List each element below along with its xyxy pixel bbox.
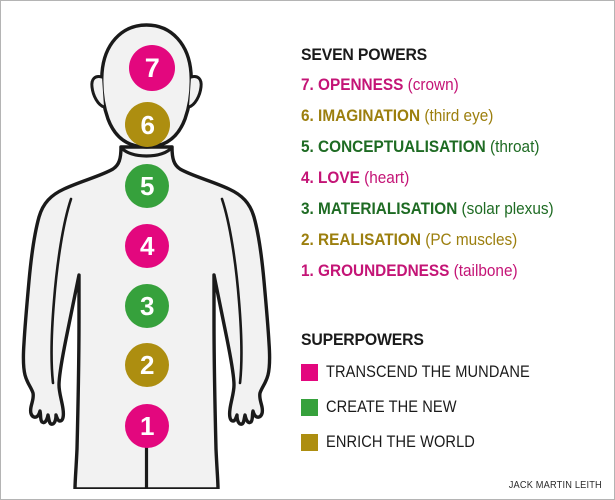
power-location-note: (heart) [359, 169, 410, 187]
power-title: 5. CONCEPTUALISATION [301, 138, 486, 156]
superpower-label: ENRICH THE WORLD [326, 432, 475, 451]
power-title: 1. GROUNDEDNESS [301, 262, 450, 280]
superpower-enrich-the-world[interactable]: ENRICH THE WORLD [301, 432, 499, 452]
superpower-label: TRANSCEND THE MUNDANE [326, 362, 530, 381]
chakra-number: 1 [140, 411, 154, 441]
power-title: 3. MATERIALISATION [301, 200, 458, 218]
power-location-note: (solar plexus) [457, 200, 554, 218]
author-credit: JACK MARTIN LEITH [508, 479, 602, 491]
chakra-3-materialisation[interactable]: 3 [125, 284, 169, 328]
power-location-note: (tailbone) [449, 262, 518, 280]
chakra-number: 5 [140, 171, 154, 201]
chakra-4-love[interactable]: 4 [125, 224, 169, 268]
chakra-2-realisation[interactable]: 2 [125, 343, 169, 387]
power-location-note: (crown) [403, 76, 459, 94]
chakra-number: 6 [140, 109, 155, 140]
power-1-groundedness: 1. GROUNDEDNESS (tailbone) [301, 263, 518, 280]
power-title: 2. REALISATION [301, 231, 421, 249]
superpowers-heading: SUPERPOWERS [301, 330, 424, 349]
power-location-note: (throat) [485, 138, 540, 156]
power-2-realisation: 2. REALISATION (PC muscles) [301, 232, 517, 249]
chakra-1-groundedness[interactable]: 1 [125, 404, 169, 448]
chakra-number: 7 [144, 52, 160, 83]
superpower-transcend-the-mundane[interactable]: TRANSCEND THE MUNDANE [301, 362, 563, 382]
power-4-love: 4. LOVE (heart) [301, 170, 409, 187]
color-swatch-icon [301, 433, 318, 451]
color-swatch-icon [301, 363, 318, 381]
chakra-number: 2 [140, 350, 154, 380]
power-title: 4. LOVE [301, 169, 360, 187]
chakra-number: 3 [140, 291, 154, 321]
superpower-create-the-new[interactable]: CREATE THE NEW [301, 397, 478, 417]
power-title: 7. OPENNESS [301, 76, 404, 94]
chakra-number: 4 [140, 231, 154, 261]
legend-text-panel: SEVEN POWERS 7. OPENNESS (crown) 6. IMAGI… [301, 1, 614, 499]
color-swatch-icon [301, 398, 318, 416]
power-6-imagination: 6. IMAGINATION (third eye) [301, 108, 493, 125]
superpower-label: CREATE THE NEW [326, 397, 457, 416]
power-5-conceptualisation: 5. CONCEPTUALISATION (throat) [301, 139, 539, 156]
chakra-7-openness[interactable]: 7 [129, 45, 175, 91]
power-title: 6. IMAGINATION [301, 107, 421, 125]
body-figure-panel: 7 6 5 4 3 2 1 [1, 1, 291, 499]
chakra-5-conceptualisation[interactable]: 5 [125, 164, 169, 208]
power-location-note: (PC muscles) [420, 231, 518, 249]
power-7-openness: 7. OPENNESS (crown) [301, 77, 459, 94]
chakra-6-imagination[interactable]: 6 [125, 102, 170, 147]
seven-powers-heading: SEVEN POWERS [301, 45, 428, 64]
power-3-materialisation: 3. MATERIALISATION (solar plexus) [301, 201, 554, 218]
power-location-note: (third eye) [420, 107, 494, 125]
